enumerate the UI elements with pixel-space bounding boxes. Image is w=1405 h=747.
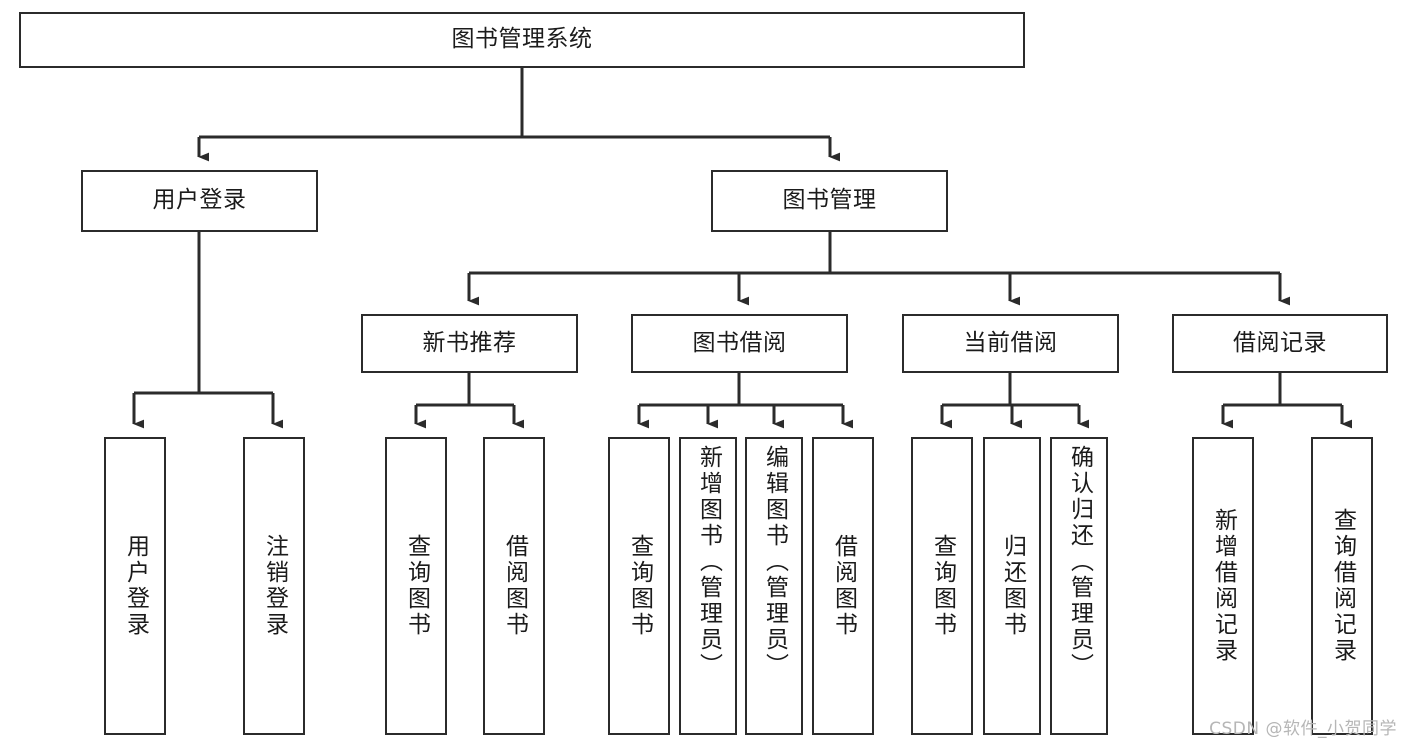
node-label: 注销登录 [261,534,288,638]
node-user-login[interactable]: 用户登录 [81,170,318,232]
node-leaf-add-book-admin[interactable]: 新增图书（管理员） [679,437,737,735]
node-new-book-recommendation[interactable]: 新书推荐 [361,314,578,373]
node-leaf-query-books-current[interactable]: 查询图书 [911,437,973,735]
node-leaf-edit-book-admin[interactable]: 编辑图书（管理员） [745,437,803,735]
node-label: 确认归还（管理员） [1066,445,1093,679]
node-label: 新增图书（管理员） [695,445,722,679]
node-book-management[interactable]: 图书管理 [711,170,948,232]
node-label: 新书推荐 [422,329,517,356]
node-label: 图书借阅 [692,329,787,356]
node-label: 查询图书 [626,534,653,638]
node-leaf-logout[interactable]: 注销登录 [243,437,305,735]
node-leaf-confirm-return-admin[interactable]: 确认归还（管理员） [1050,437,1108,735]
node-label: 图书管理系统 [451,26,593,53]
node-label: 借阅记录 [1233,329,1327,356]
watermark-text: CSDN @软件_小贺同学 [1209,719,1397,739]
node-label: 借阅图书 [501,534,528,638]
node-label: 当前借阅 [963,329,1058,356]
node-label: 借阅图书 [830,534,857,638]
node-label: 编辑图书（管理员） [761,445,788,679]
node-leaf-add-borrow-record[interactable]: 新增借阅记录 [1192,437,1254,735]
node-borrow-records[interactable]: 借阅记录 [1172,314,1388,373]
node-label: 归还图书 [999,534,1026,638]
node-label: 图书管理 [782,187,877,214]
node-label: 新增借阅记录 [1210,508,1237,664]
node-leaf-borrow-books[interactable]: 借阅图书 [812,437,874,735]
node-leaf-return-books[interactable]: 归还图书 [983,437,1041,735]
node-leaf-query-books-new[interactable]: 查询图书 [385,437,447,735]
node-book-borrowing[interactable]: 图书借阅 [631,314,848,373]
node-leaf-query-borrow-record[interactable]: 查询借阅记录 [1311,437,1373,735]
node-leaf-query-books-borrow[interactable]: 查询图书 [608,437,670,735]
node-label: 用户登录 [152,187,247,214]
node-label: 查询图书 [929,534,956,638]
node-label: 查询图书 [403,534,430,638]
node-current-borrowing[interactable]: 当前借阅 [902,314,1119,373]
node-label: 用户登录 [122,534,149,638]
node-root-system[interactable]: 图书管理系统 [19,12,1025,68]
node-leaf-user-login[interactable]: 用户登录 [104,437,166,735]
node-label: 查询借阅记录 [1329,508,1356,664]
node-leaf-borrow-books-new[interactable]: 借阅图书 [483,437,545,735]
